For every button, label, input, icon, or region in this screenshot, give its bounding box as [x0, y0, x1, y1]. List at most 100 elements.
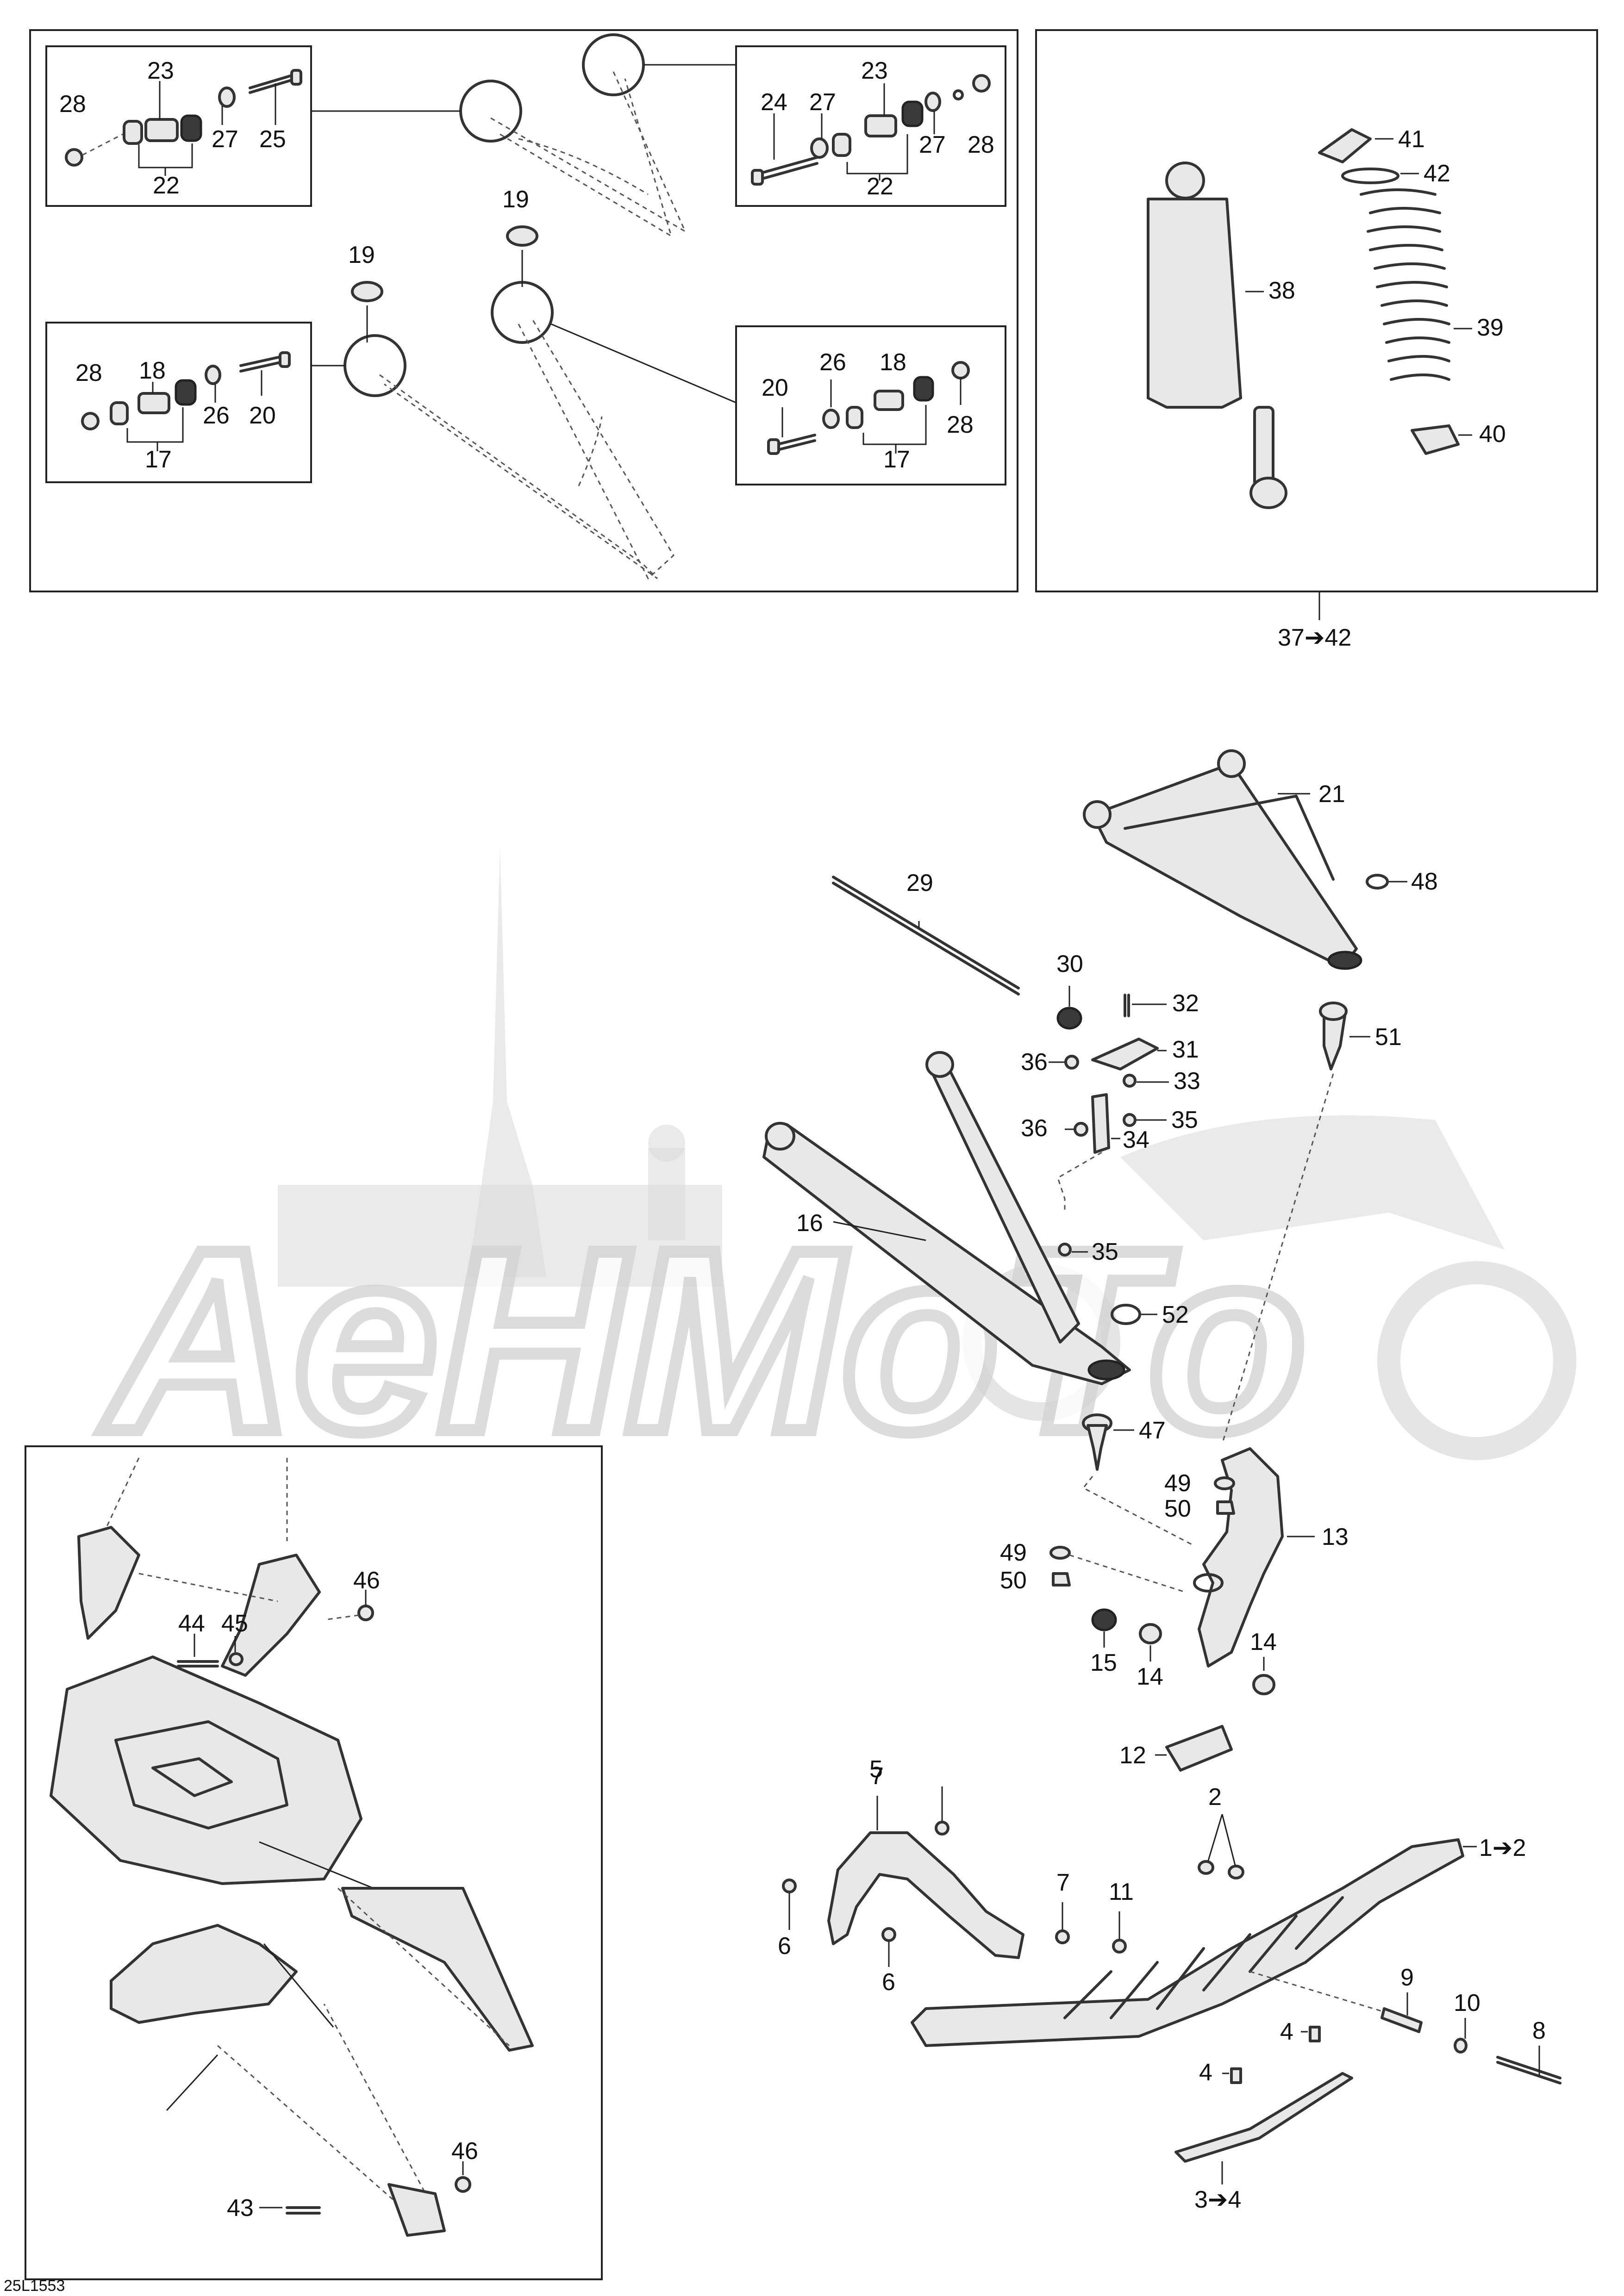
wear-pad-12 — [1165, 1725, 1233, 1772]
shock-absorber-group-frame — [1035, 29, 1598, 592]
callout-shock-kit: 37➔42 — [1278, 624, 1351, 651]
watermark-text: AeHMoTo — [99, 1195, 1307, 1485]
callout-50: 50 — [1164, 1495, 1191, 1522]
stud-4a — [1309, 2026, 1321, 2042]
callout-48: 48 — [1411, 868, 1438, 895]
callout-6: 6 — [882, 1969, 895, 1996]
watermark: AeHMoTo — [93, 847, 1576, 1491]
callout-28: 28 — [947, 411, 974, 438]
callout-22: 22 — [867, 173, 893, 200]
callout-31: 31 — [1172, 1036, 1199, 1063]
washer-45 — [229, 1652, 244, 1666]
nut-50a — [1216, 1500, 1235, 1515]
callout-4: 4 — [1199, 2059, 1212, 2086]
callout-8: 8 — [1532, 2017, 1546, 2044]
callout-20: 20 — [762, 374, 788, 401]
bushing-2a — [1198, 1860, 1214, 1875]
nut-6a — [782, 1879, 797, 1893]
washer-49b — [1049, 1546, 1071, 1560]
callout-26: 26 — [819, 349, 846, 376]
callout-50: 50 — [1000, 1567, 1027, 1594]
detail-top-right-parts — [751, 74, 991, 186]
spring-seat-40 — [1411, 424, 1460, 455]
detail-box-top-left — [45, 45, 312, 207]
callout-23: 23 — [147, 57, 174, 84]
callout-44: 44 — [178, 1610, 205, 1637]
bushing-14b — [1252, 1674, 1275, 1695]
stud-4b — [1230, 2067, 1242, 2084]
callout-23: 23 — [861, 57, 888, 84]
callout-45: 45 — [221, 1610, 248, 1637]
bolt-35b — [1058, 1243, 1072, 1257]
callout-7: 7 — [1056, 1869, 1070, 1896]
detail-top-left-parts — [65, 69, 302, 176]
bushing-30 — [1056, 1007, 1082, 1030]
callout-46: 46 — [353, 1567, 380, 1594]
callout-38: 38 — [1268, 277, 1295, 304]
detail-bottom-left-parts — [81, 351, 291, 451]
callout-27: 27 — [919, 131, 946, 158]
callout-25: 25 — [259, 126, 286, 153]
bolt-7b — [1055, 1929, 1070, 1944]
callout-47: 47 — [1139, 1417, 1166, 1444]
callout-10: 10 — [1454, 1990, 1480, 2016]
detail-box-bottom-right — [735, 325, 1006, 485]
callout-27: 27 — [809, 89, 836, 116]
callout-17: 17 — [883, 446, 910, 473]
bolt-32 — [1124, 994, 1130, 1017]
chassis-inset-frame — [25, 1445, 603, 2280]
callout-14: 14 — [1137, 1663, 1163, 1690]
callout-19: 19 — [348, 242, 375, 268]
callout-27: 27 — [212, 126, 238, 153]
ring-48 — [1366, 874, 1389, 890]
callout-11: 11 — [1109, 1879, 1134, 1905]
chassis-inset-drawing — [50, 1457, 534, 2237]
callout-33: 33 — [1174, 1068, 1200, 1095]
callout-24: 24 — [761, 89, 787, 116]
callout-49: 49 — [1164, 1470, 1191, 1497]
watermark-spire-icon — [468, 847, 546, 1277]
upper-a-arm-ghost — [311, 33, 737, 580]
callout-21: 21 — [1318, 781, 1345, 808]
callout-30: 30 — [1056, 951, 1083, 977]
bracket-31 — [1091, 1038, 1159, 1070]
callout-14: 14 — [1250, 1629, 1277, 1655]
callout-28: 28 — [75, 360, 102, 386]
callout-36: 36 — [1021, 1115, 1048, 1142]
callout-18: 18 — [139, 357, 166, 384]
runner-3 — [1174, 2072, 1353, 2163]
callout-1: 1➔2 — [1479, 1835, 1526, 1861]
callout-28: 28 — [968, 131, 994, 158]
callout-43: 43 — [227, 2195, 254, 2221]
callout-26: 26 — [203, 402, 230, 429]
callout-42: 42 — [1424, 160, 1450, 187]
callout-28: 28 — [59, 91, 86, 118]
callout-36: 36 — [1021, 1049, 1048, 1076]
callout-19: 19 — [502, 186, 529, 213]
front-suspension-parts — [762, 749, 1407, 1772]
callout-34: 34 — [1123, 1126, 1149, 1153]
ski-assembly — [782, 1786, 1562, 2184]
callout-40: 40 — [1479, 421, 1506, 448]
nut-36a — [1064, 1055, 1079, 1070]
callout-29: 29 — [906, 870, 933, 896]
callout-52: 52 — [1162, 1301, 1189, 1328]
callout-32: 32 — [1172, 990, 1199, 1017]
callout-35: 35 — [1171, 1107, 1198, 1133]
bushing-14a — [1139, 1623, 1162, 1644]
callout-18: 18 — [880, 349, 906, 376]
bolt-44 — [177, 1660, 219, 1668]
spindle-13 — [1198, 1447, 1284, 1668]
callout-5: 5 — [869, 1756, 883, 1783]
retainer-41 — [1318, 128, 1372, 163]
callout-15: 15 — [1090, 1649, 1117, 1676]
callout-9: 9 — [1400, 1964, 1414, 1991]
bolt-35a — [1123, 1113, 1137, 1127]
washer-10 — [1454, 2038, 1468, 2053]
callout-12: 12 — [1119, 1742, 1146, 1769]
link-34 — [1091, 1093, 1110, 1154]
washer-49a — [1214, 1476, 1235, 1490]
detail-box-bottom-left — [45, 322, 312, 483]
